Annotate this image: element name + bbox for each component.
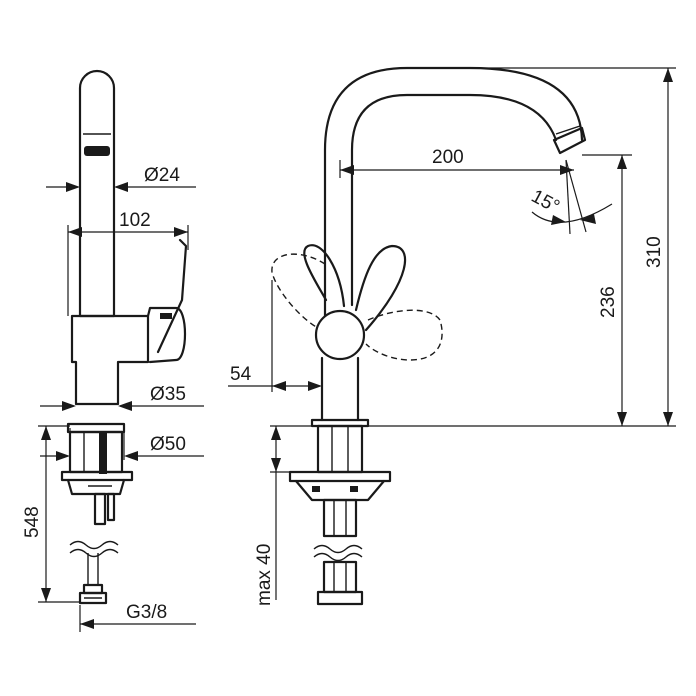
spout-reach-label: 200 — [432, 147, 464, 168]
side-view-hoses — [69, 492, 119, 605]
dimension-body-diameter: Ø35 — [40, 384, 204, 411]
base-diameter-label: Ø50 — [150, 434, 186, 455]
outlet-height-label: 236 — [598, 286, 619, 318]
body-diameter-label: Ø35 — [150, 384, 186, 405]
front-view-lever-ghost — [271, 253, 443, 361]
lever-clearance-label: 54 — [230, 364, 252, 385]
spout-diameter-label: Ø24 — [144, 165, 180, 186]
front-view-spout — [323, 66, 587, 320]
connection-thread-label: G3/8 — [126, 602, 167, 623]
front-view-lever — [303, 244, 407, 361]
dimension-lever-clearance: 54 — [228, 280, 322, 392]
dimension-spout-diameter: Ø24 — [46, 165, 196, 192]
side-view-body — [70, 238, 188, 406]
side-view-spout — [78, 69, 116, 318]
dimension-connection-thread: G3/8 — [79, 602, 196, 632]
dimension-lever-offset: 102 — [67, 210, 189, 316]
dimension-hose-length: 548 — [22, 425, 80, 603]
overall-height-label: 310 — [644, 236, 665, 268]
front-view-deck-mount — [288, 424, 392, 606]
deck-thickness-label: max 40 — [254, 544, 275, 606]
dimension-outlet-height: 236 — [582, 154, 632, 426]
side-view-deck-mount — [60, 422, 134, 496]
front-view — [271, 66, 587, 606]
side-view — [60, 69, 188, 605]
hose-length-label: 548 — [22, 506, 43, 538]
lever-offset-label: 102 — [119, 210, 151, 231]
dimension-spout-reach: 200 — [339, 147, 574, 178]
dimension-base-diameter: Ø50 — [40, 428, 204, 461]
dimension-deck-thickness: max 40 — [254, 426, 292, 606]
front-view-body — [310, 356, 370, 428]
dimension-overall-height: 310 — [470, 67, 676, 426]
